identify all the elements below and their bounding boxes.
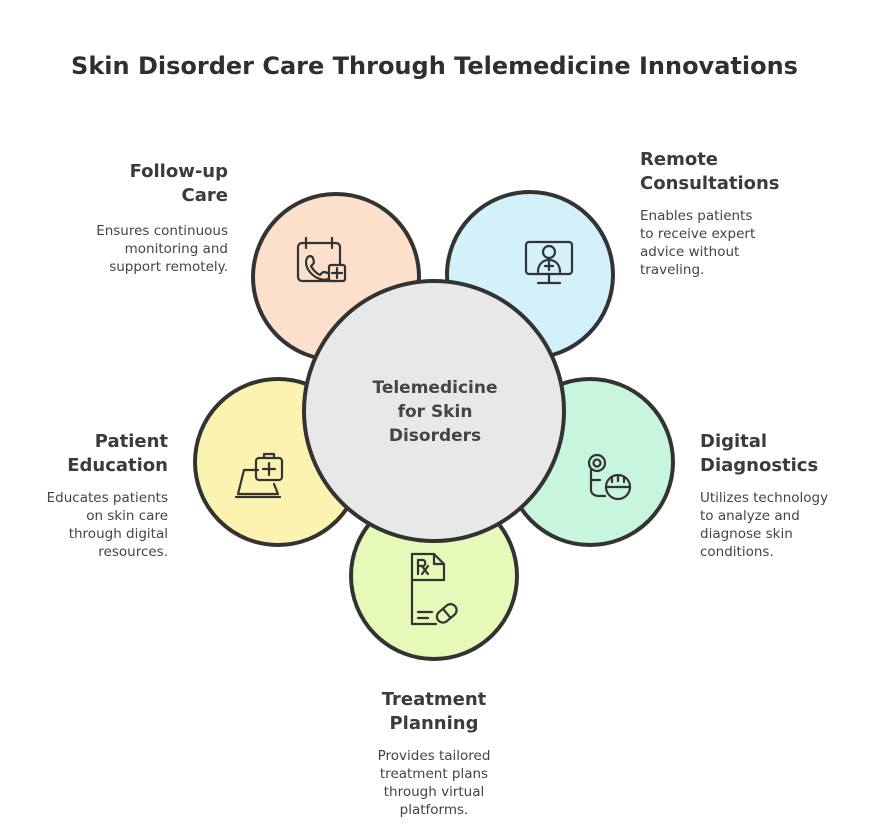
- digital-diagnostics-desc: Utilizes technology to analyze and diagn…: [700, 489, 860, 561]
- desc-line: to analyze and: [700, 508, 800, 524]
- digital-diagnostics-heading: Digital Diagnostics: [700, 430, 860, 478]
- desc-line: through virtual: [383, 784, 485, 800]
- desc-line: on skin care: [86, 508, 168, 524]
- desc-line: support remotely.: [109, 259, 228, 275]
- patient-education-heading: Patient Education: [20, 430, 168, 478]
- heading-line: Digital: [700, 431, 768, 452]
- center-label: Telemedicine for Skin Disorders: [350, 376, 520, 448]
- desc-line: Educates patients: [46, 490, 168, 506]
- remote-consultations-heading: Remote Consultations: [640, 148, 840, 196]
- center-label-line: for Skin: [397, 402, 473, 422]
- remote-consultations-desc: Enables patients to receive expert advic…: [640, 207, 840, 279]
- desc-line: Utilizes technology: [700, 490, 829, 506]
- center-label-line: Telemedicine: [372, 378, 498, 398]
- follow-up-desc: Ensures continuous monitoring and suppor…: [40, 222, 228, 276]
- desc-line: to receive expert: [640, 226, 756, 242]
- desc-line: treatment plans: [379, 766, 489, 782]
- treatment-planning-heading: Treatment Planning: [334, 688, 534, 736]
- diagram-title: Skin Disorder Care Through Telemedicine …: [71, 52, 798, 80]
- laptop-medkit-icon: [234, 452, 284, 499]
- heading-line: Diagnostics: [700, 455, 819, 476]
- desc-line: diagnose skin: [700, 526, 793, 542]
- desc-line: advice without: [640, 244, 740, 260]
- heading-line: Treatment: [381, 689, 487, 710]
- desc-line: resources.: [98, 544, 168, 560]
- heading-line: Education: [67, 455, 168, 476]
- desc-line: platforms.: [399, 802, 469, 818]
- desc-line: through digital: [68, 526, 168, 542]
- desc-line: Ensures continuous: [96, 223, 228, 239]
- diagnostic-device-icon: [587, 453, 632, 501]
- follow-up-heading: Follow-up Care: [60, 160, 228, 208]
- center-circle: [302, 279, 566, 543]
- heading-line: Patient: [94, 431, 168, 452]
- heading-line: Follow-up: [129, 161, 228, 182]
- patient-education-desc: Educates patients on skin care through d…: [10, 489, 168, 561]
- treatment-planning-desc: Provides tailored treatment plans throug…: [334, 747, 534, 819]
- phone-calendar-icon: [296, 236, 347, 283]
- center-label-line: Disorders: [388, 426, 482, 446]
- heading-line: Care: [181, 185, 228, 206]
- heading-line: Remote: [640, 149, 719, 170]
- desc-line: monitoring and: [124, 241, 228, 257]
- prescription-pill-icon: [410, 552, 458, 626]
- desc-line: Enables patients: [640, 208, 753, 224]
- desc-line: Provides tailored: [377, 748, 491, 764]
- doctor-monitor-icon: [524, 240, 574, 285]
- heading-line: Planning: [389, 713, 479, 734]
- desc-line: conditions.: [700, 544, 774, 560]
- desc-line: traveling.: [640, 262, 705, 278]
- heading-line: Consultations: [640, 173, 780, 194]
